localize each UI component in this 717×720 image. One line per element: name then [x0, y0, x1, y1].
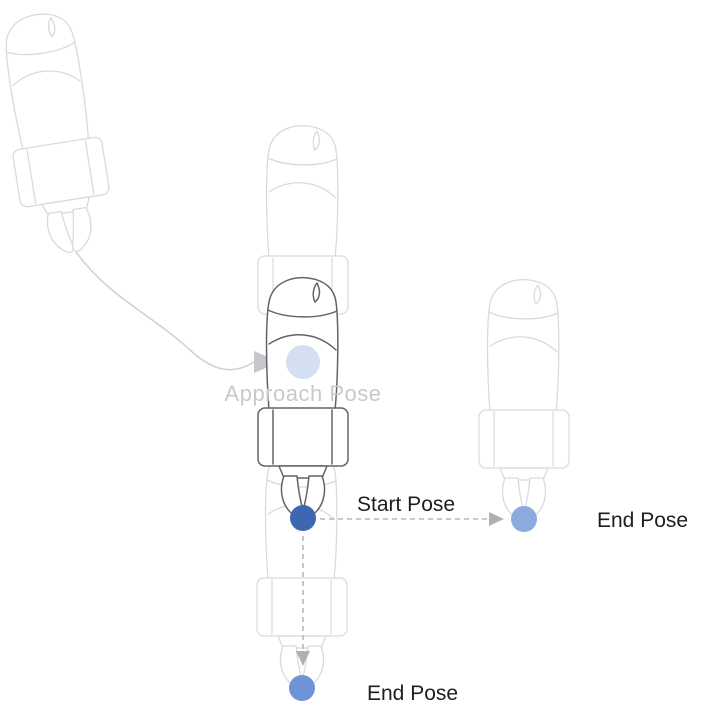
approach-pose-label: Approach Pose: [225, 381, 382, 406]
robot-gripper-ghost-top-left: [0, 6, 119, 260]
end-pose-label-bottom: End Pose: [367, 682, 458, 705]
approach-pose-dot: [286, 345, 320, 379]
end-pose-dot-right: [511, 506, 537, 532]
robot-gripper-ghost-end-right: [478, 279, 570, 521]
end-pose-dot-bottom: [289, 675, 315, 701]
arrowhead-right-icon: [489, 512, 504, 526]
start-pose-label: Start Pose: [357, 493, 455, 516]
arrowhead-down-icon: [296, 651, 310, 666]
dashed-arrows-group: [302, 518, 489, 651]
arrowheads-group: [296, 512, 504, 666]
end-pose-label-right: End Pose: [597, 509, 688, 532]
approach-leader-curve: [75, 251, 255, 371]
start-pose-dot: [290, 505, 316, 531]
